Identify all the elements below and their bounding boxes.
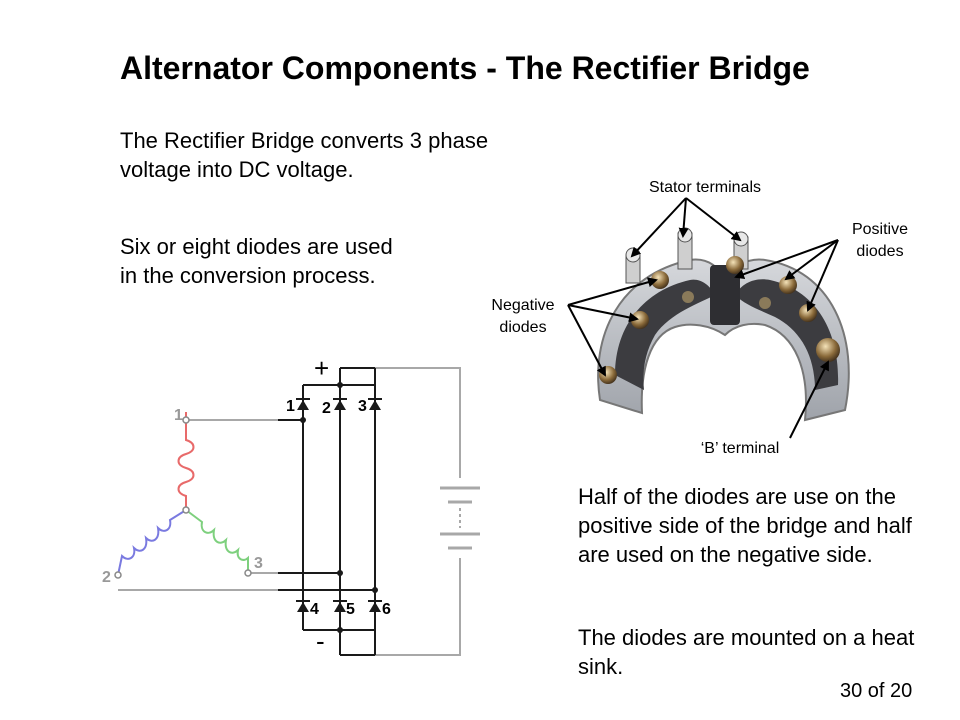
minus-sign: - [316,626,325,656]
label-negative-diodes: Negative diodes [478,295,568,339]
diode-label-1: 1 [286,398,295,415]
diode-label-3: 3 [358,398,367,415]
paragraph-diode-sides: Half of the diodes are use on the positi… [578,484,912,567]
winding-label-2: 2 [102,569,111,586]
paragraph-diodes-count: Six or eight diodes are used in the conv… [120,234,393,288]
stator-windings [117,412,249,576]
winding-3-coil [185,509,249,572]
slide-title: Alternator Components - The Rectifier Br… [120,50,810,86]
diode-6-symbol [369,602,381,612]
diode-label-2: 2 [322,400,331,417]
diode-label-5: 5 [346,601,355,618]
winding-label-3: 3 [254,555,263,572]
diode-4-symbol [297,602,309,612]
label-positive-diodes: Positive diodes [840,219,920,263]
label-negative-line1: Negative [491,297,555,314]
diode-3-symbol [369,400,381,410]
label-b-terminal: ‘B’ terminal [700,440,780,457]
winding-label-1: 1 [174,407,183,424]
label-negative-line2: diodes [499,319,547,336]
paragraph-heat-sink: The diodes are mounted on a heat sink. [578,625,915,679]
plus-sign: + [314,353,329,383]
label-stator-terminals: Stator terminals [648,179,762,196]
winding-1-coil [177,420,195,510]
diode-5-symbol [334,602,346,612]
diode-label-4: 4 [310,601,319,618]
winding-2-coil [117,509,187,576]
diode-1-symbol [297,400,309,410]
diode-2-symbol [334,400,346,410]
diode-label-6: 6 [382,601,391,618]
diode-symbols [296,398,382,612]
label-positive-line2: diodes [856,243,904,260]
diode-icons [599,256,840,384]
page-number: 30 of 20 [840,680,913,702]
label-positive-line1: Positive [851,221,909,238]
paragraph-intro: The Rectifier Bridge converts 3 phase vo… [120,128,489,182]
bridge-junctions [300,382,378,633]
